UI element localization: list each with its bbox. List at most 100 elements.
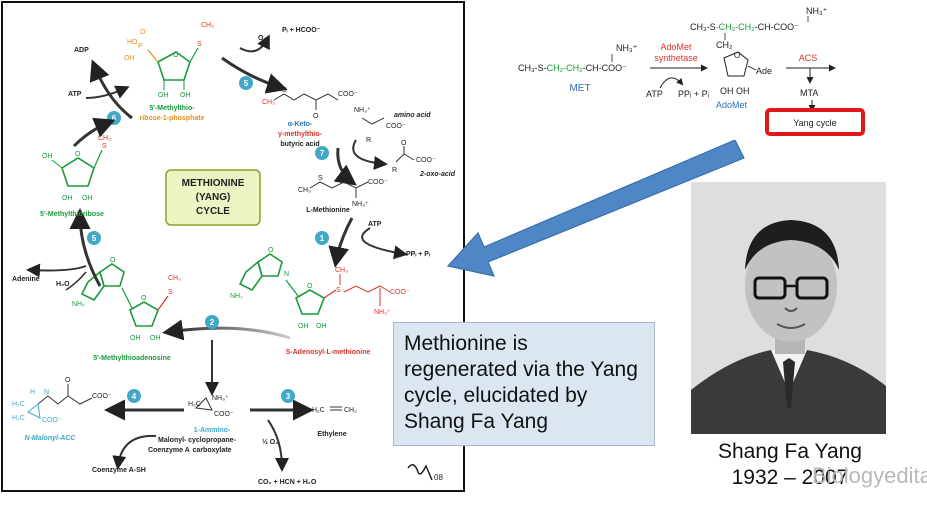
step1-badge bbox=[315, 231, 329, 245]
step6-arrow bbox=[89, 59, 133, 120]
svg-text:O: O bbox=[401, 140, 407, 147]
step1-number: 1 bbox=[320, 234, 325, 243]
svg-text:COO⁻: COO⁻ bbox=[368, 179, 388, 186]
cycle-title-line-3: CYCLE bbox=[196, 206, 230, 217]
svg-text:S: S bbox=[318, 175, 323, 182]
adomet-label: AdoMet bbox=[716, 100, 748, 110]
svg-text:COO⁻: COO⁻ bbox=[214, 411, 234, 418]
step7-badge bbox=[315, 146, 329, 160]
macc-name: N-Malonyl-ACC bbox=[25, 435, 77, 442]
step2-arrow bbox=[162, 319, 291, 341]
ppi-pi-label: PPᵢ + Pᵢ bbox=[406, 251, 430, 258]
kmba-name-line-2: γ-methylthio- bbox=[278, 131, 323, 138]
svg-text:H₂C: H₂C bbox=[188, 401, 201, 408]
mtr-name: 5'-Methylthioribose bbox=[40, 211, 104, 218]
svg-text:S: S bbox=[102, 143, 107, 150]
step2-badge bbox=[205, 315, 219, 329]
portrait-years: 1932 – 2007 bbox=[731, 466, 849, 489]
svg-text:OH: OH bbox=[130, 335, 141, 342]
acc-name-line-1: 1-Ammino- bbox=[194, 427, 231, 434]
svg-text:OH: OH bbox=[316, 323, 327, 330]
svg-text:CH₂: CH₂ bbox=[344, 407, 357, 414]
svg-text:OH: OH bbox=[150, 335, 161, 342]
malonyl-coa-line-2: Coenzyme A bbox=[148, 447, 190, 454]
sam-structure: O NH₂ N O OH OH S CH₃ COO⁻ NH₃⁺ bbox=[230, 247, 410, 330]
acc-name-line-2: cyclopropane- bbox=[188, 437, 237, 444]
svg-text:NH₂: NH₂ bbox=[72, 301, 85, 308]
met-formula: CH₃-S-CH₂-CH₂-CH-COO⁻ bbox=[518, 63, 627, 73]
step5-left-arrow bbox=[69, 208, 102, 287]
mtr-structure: O OH S CH₃ OH OH bbox=[42, 135, 111, 202]
portrait-name: Shang Fa Yang bbox=[717, 440, 862, 463]
svg-text:COO⁻: COO⁻ bbox=[92, 393, 112, 400]
step6-number: 6 bbox=[112, 114, 117, 123]
adomet-reaction-scheme: NH₃⁺ CH₃-S-CH₂-CH₂-CH-COO⁻ MET AdoMet sy… bbox=[518, 6, 865, 136]
amino-acid-structure: NH₃⁺ COO⁻ R bbox=[354, 107, 406, 144]
svg-text:O: O bbox=[173, 52, 179, 59]
svg-text:R: R bbox=[366, 137, 371, 144]
step4-number: 4 bbox=[132, 392, 137, 401]
svg-text:OH: OH bbox=[82, 195, 93, 202]
methionine-cycle-diagram: METHIONINE (YANG) CYCLE O P HO O OH S CH… bbox=[1, 1, 465, 492]
svg-text:OH: OH bbox=[158, 92, 169, 99]
acc-structure: H₂C NH₃⁺ COO⁻ bbox=[188, 395, 234, 418]
svg-text:O: O bbox=[65, 377, 71, 384]
svg-text:OH: OH bbox=[124, 55, 135, 62]
step3-side-arrow bbox=[267, 419, 289, 472]
svg-text:S: S bbox=[197, 41, 202, 48]
svg-text:P: P bbox=[138, 43, 143, 50]
step7-number: 7 bbox=[320, 149, 325, 158]
step7-side-arrow bbox=[352, 139, 388, 170]
yang-cycle-label: Yang cycle bbox=[793, 118, 836, 128]
sam-name: S-Adenosyl-L-methionine bbox=[286, 349, 371, 356]
o2-label: O₂ bbox=[258, 35, 267, 42]
oxo-acid-label: 2-oxo-acid bbox=[419, 171, 456, 178]
step5-badge bbox=[239, 76, 253, 90]
svg-text:OH: OH bbox=[180, 92, 191, 99]
ethylene-structure: H₂C CH₂ bbox=[312, 406, 357, 414]
methionine-name: L-Methionine bbox=[306, 207, 350, 214]
step5-side-arrow bbox=[239, 34, 270, 53]
pointer-arrow bbox=[446, 140, 745, 277]
svg-text:O: O bbox=[313, 113, 319, 120]
signature-mark bbox=[407, 464, 433, 481]
blue-arrow-shape bbox=[446, 140, 745, 277]
callout-text: Methionine is regenerated via the Yang c… bbox=[404, 332, 638, 433]
svg-text:O: O bbox=[110, 257, 116, 264]
step1-side-arrow bbox=[361, 227, 408, 260]
atp-label: ATP bbox=[646, 89, 663, 99]
step7-arrow bbox=[333, 147, 357, 186]
svg-text:CH₃: CH₃ bbox=[262, 99, 275, 106]
watermark: Biologyeditas bbox=[812, 463, 927, 488]
adomet-nh3: NH₃⁺ bbox=[806, 6, 828, 16]
signature-year: 08 bbox=[434, 473, 443, 482]
step1-arrow bbox=[328, 217, 354, 268]
mtr1p-name-line-2: ribose-1-phosphate bbox=[140, 115, 205, 122]
mtr1p-name-line-1: 5'-Methylthio- bbox=[149, 105, 195, 112]
ethylene-name: Ethylene bbox=[317, 431, 346, 438]
adomet-ade-bond bbox=[747, 65, 757, 71]
svg-text:COO⁻: COO⁻ bbox=[416, 157, 436, 164]
svg-text:H: H bbox=[30, 389, 35, 396]
met-nh3: NH₃⁺ bbox=[616, 43, 638, 53]
svg-text:COO⁻: COO⁻ bbox=[42, 417, 62, 424]
atp-curve-arrow bbox=[659, 77, 684, 89]
adomet-ribose-ring bbox=[723, 51, 749, 77]
acs-label: ACS bbox=[799, 53, 818, 63]
yang-cycle-box bbox=[765, 108, 865, 136]
oxo-acid-structure: O COO⁻ R bbox=[392, 140, 436, 174]
ppi-label: PPᵢ + Pᵢ bbox=[678, 89, 709, 99]
svg-text:OH: OH bbox=[62, 195, 73, 202]
svg-text:CH₃: CH₃ bbox=[168, 275, 181, 282]
kmba-name-line-1: α-Keto- bbox=[288, 121, 313, 128]
pi-hcoo-label: Pᵢ + HCOO⁻ bbox=[282, 27, 321, 34]
coa-sh-label: Coenzyme A-SH bbox=[92, 467, 146, 474]
met-label: MET bbox=[569, 83, 590, 94]
portrait-photo bbox=[691, 182, 886, 434]
svg-text:N: N bbox=[284, 271, 289, 278]
mta-structure: O NH₂ O OH OH S CH₃ bbox=[72, 257, 181, 342]
adenine-label: Adenine bbox=[12, 276, 40, 283]
adp-label: ADP bbox=[74, 47, 89, 54]
cycle-title-box bbox=[165, 169, 261, 226]
svg-text:NH₃⁺: NH₃⁺ bbox=[352, 201, 369, 208]
